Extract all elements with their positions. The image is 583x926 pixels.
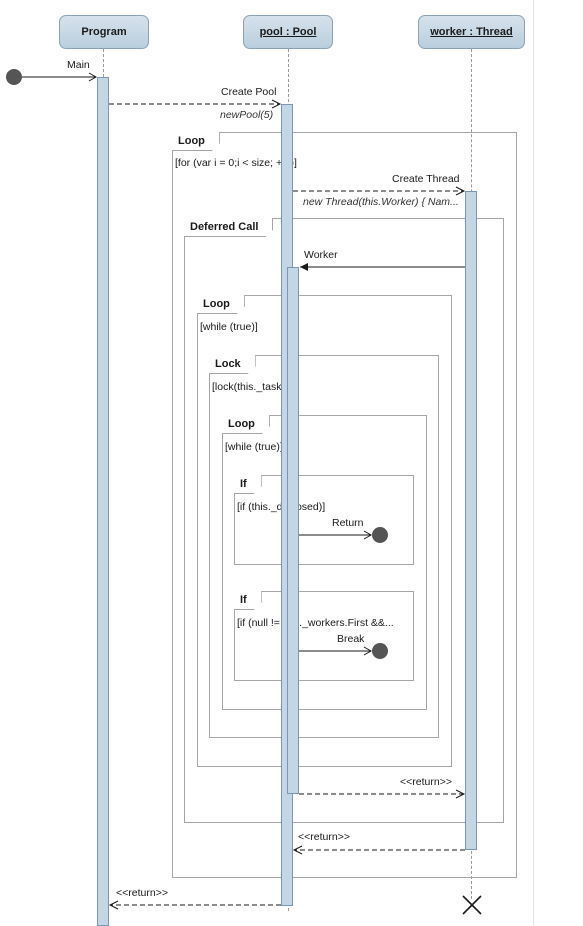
worker-activation[interactable] [465, 191, 477, 850]
return1-label: <<return>> [400, 776, 452, 788]
lifeline-pool[interactable]: pool : Pool [243, 15, 333, 49]
loop-frame-for-guard: [for (var i = 0;i < size; ++i)] [175, 157, 297, 169]
pool-worker-activation[interactable] [287, 267, 299, 794]
main-message-arrowhead [88, 72, 98, 82]
break-label: Break [337, 633, 365, 645]
create-pool-label: Create Pool [221, 86, 277, 98]
deferred-call-tag: Deferred Call [184, 218, 273, 237]
return3-arrowhead [108, 900, 119, 910]
return-label: Return [332, 517, 364, 529]
canvas-border [533, 0, 534, 926]
return3-label: <<return>> [116, 887, 168, 899]
loop-frame-while-inner-guard: [while (true)] [225, 441, 283, 453]
if-frame-disposed-tag: If [234, 475, 262, 494]
loop-frame-while-inner[interactable]: Loop [222, 415, 427, 710]
worker-message-arrowhead [300, 263, 308, 271]
lifeline-pool-label: pool : Pool [259, 26, 317, 38]
lock-frame-tag: Lock [209, 355, 256, 374]
create-thread-label: Create Thread [392, 173, 460, 185]
deferred-call-frame[interactable]: Deferred Call [184, 218, 504, 823]
return2-arrowhead [292, 845, 303, 855]
loop-frame-while-outer-tag: Loop [197, 295, 245, 314]
create-pool-signature: newPool(5) [220, 109, 274, 121]
loop-frame-for-tag: Loop [172, 132, 220, 151]
return-end-node [372, 527, 388, 543]
lifeline-program-label: Program [81, 26, 127, 38]
create-thread-arrowhead [455, 186, 466, 196]
create-thread-signature: new Thread(this.Worker) { Nam... [303, 196, 459, 208]
return1-arrowhead [455, 789, 466, 799]
break-end-node [372, 643, 388, 659]
return-message-arrowhead [363, 530, 373, 540]
initial-node [6, 69, 22, 85]
main-message-label: Main [67, 59, 90, 71]
lock-frame[interactable]: Lock [209, 355, 439, 738]
loop-frame-while-outer[interactable]: Loop [197, 295, 452, 767]
lifeline-worker-label: worker : Thread [430, 26, 513, 38]
create-pool-arrowhead [271, 99, 282, 109]
lock-frame-guard: [lock(this._tasks)] [212, 381, 294, 393]
if-frame-workers[interactable]: If [234, 591, 414, 681]
lifeline-worker-thread[interactable]: worker : Thread [418, 15, 525, 49]
lifeline-program[interactable]: Program [59, 15, 149, 49]
break-message-arrowhead [363, 646, 373, 656]
if-frame-workers-tag: If [234, 591, 262, 610]
loop-frame-while-outer-guard: [while (true)] [200, 321, 258, 333]
if-frame-disposed[interactable]: If [234, 475, 414, 565]
worker-destroy-icon [462, 895, 482, 915]
loop-frame-while-inner-tag: Loop [222, 415, 270, 434]
loop-frame-for[interactable]: Loop [172, 132, 517, 878]
if-frame-workers-guard: [if (null != this._workers.First &&... [237, 617, 394, 629]
return2-label: <<return>> [298, 831, 350, 843]
worker-message-label: Worker [304, 249, 338, 261]
